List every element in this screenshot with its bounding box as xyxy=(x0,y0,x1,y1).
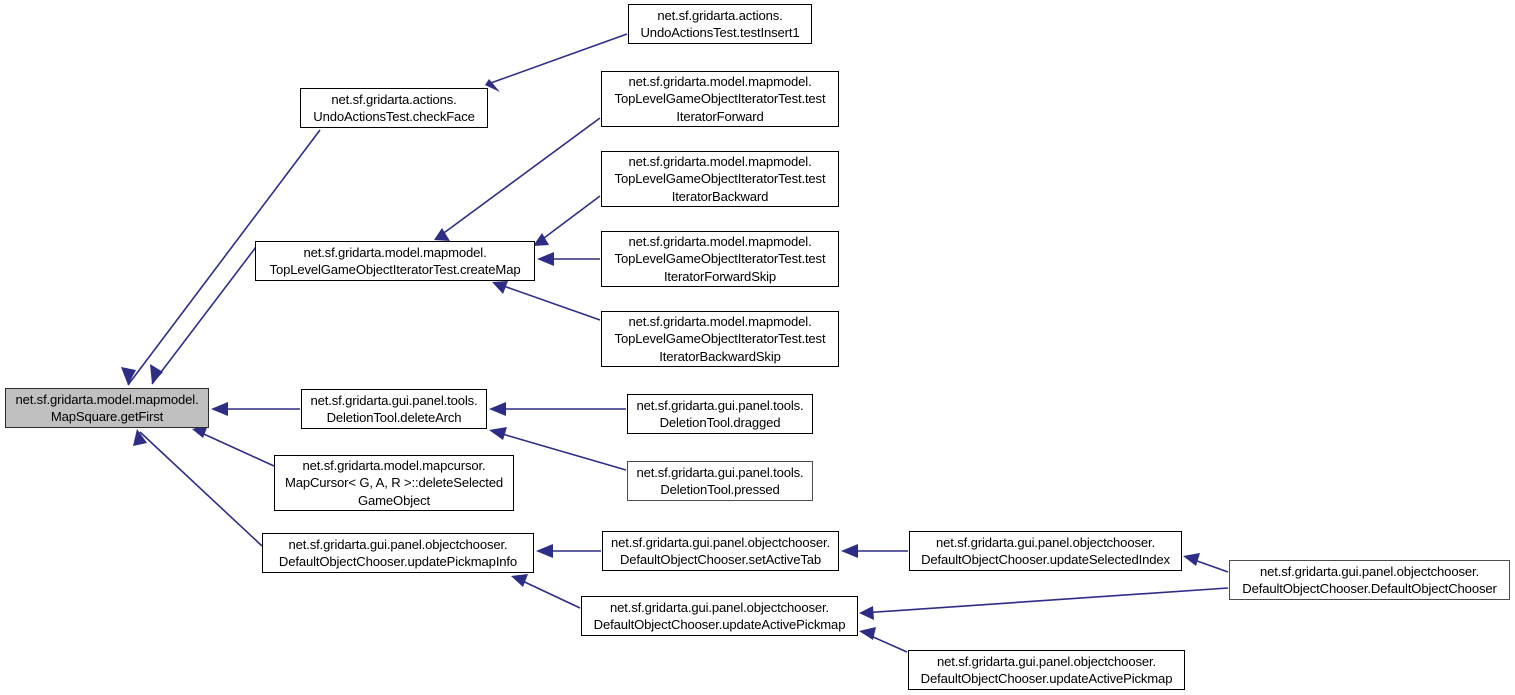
arrow-head xyxy=(1183,553,1200,566)
edge-setActiveTab-to-updatePickmapInfo xyxy=(536,544,601,558)
arrow-head xyxy=(211,402,228,416)
arrow-head xyxy=(489,427,507,440)
graph-node-dragged[interactable]: net.sf.gridarta.gui.panel.tools. Deletio… xyxy=(627,394,813,434)
edge-deleteSelectedGameObject-to-root xyxy=(192,425,275,467)
edge-testIteratorForward-to-createMap xyxy=(434,117,601,241)
graph-node-pressed[interactable]: net.sf.gridarta.gui.panel.tools. Deletio… xyxy=(627,461,813,501)
arrow-head xyxy=(192,425,208,438)
edge-testInsert1-to-checkFace xyxy=(485,33,628,92)
graph-node-testInsert1[interactable]: net.sf.gridarta.actions. UndoActionsTest… xyxy=(628,4,812,44)
edge-deleteArch-to-root xyxy=(211,402,300,416)
arrow-head xyxy=(536,544,553,558)
graph-node-checkFace[interactable]: net.sf.gridarta.actions. UndoActionsTest… xyxy=(300,88,488,128)
edge-updatePickmapInfo-to-root xyxy=(133,429,263,547)
edge-dragged-to-deleteArch xyxy=(489,402,626,416)
arrow-head xyxy=(434,228,450,241)
graph-node-defaultObjectChooser[interactable]: net.sf.gridarta.gui.panel.objectchooser.… xyxy=(1229,560,1510,600)
edge-testIteratorForwardSkip-to-createMap xyxy=(537,252,600,266)
graph-node-root[interactable]: net.sf.gridarta.model.mapmodel. MapSquar… xyxy=(5,388,209,428)
edge-checkFace-to-root xyxy=(121,129,321,386)
graph-node-deleteSelectedGameObject[interactable]: net.sf.gridarta.model.mapcursor. MapCurs… xyxy=(274,455,514,511)
edge-defaultObjectChooser-to-updateSelectedIndex xyxy=(1183,553,1229,573)
edge-updateSelectedIndex-to-setActiveTab xyxy=(841,544,908,558)
graph-node-testIteratorBackward[interactable]: net.sf.gridarta.model.mapmodel. TopLevel… xyxy=(601,151,839,207)
edge-pressed-to-deleteArch xyxy=(489,427,627,471)
arrow-head xyxy=(841,544,858,558)
graph-node-createMap[interactable]: net.sf.gridarta.model.mapmodel. TopLevel… xyxy=(255,241,535,281)
arrow-head xyxy=(121,367,136,385)
graph-node-testIteratorForwardSkip[interactable]: net.sf.gridarta.model.mapmodel. TopLevel… xyxy=(601,231,839,287)
edge-testIteratorBackward-to-createMap xyxy=(533,195,601,246)
graph-node-testIteratorBackwardSkip[interactable]: net.sf.gridarta.model.mapmodel. TopLevel… xyxy=(601,311,839,367)
graph-node-updateSelectedIndex[interactable]: net.sf.gridarta.gui.panel.objectchooser.… xyxy=(909,531,1182,571)
arrow-head xyxy=(859,606,874,620)
edge-createMap-to-root xyxy=(150,246,257,385)
arrow-head xyxy=(859,627,876,640)
edge-testIteratorBackwardSkip-to-createMap xyxy=(492,281,601,321)
edge-updateActivePickmapMid-to-updatePickmapInfo xyxy=(511,574,581,609)
arrow-head xyxy=(489,402,506,416)
arrow-head xyxy=(485,79,500,92)
graph-node-testIteratorForward[interactable]: net.sf.gridarta.model.mapmodel. TopLevel… xyxy=(601,71,839,127)
arrow-head xyxy=(533,233,549,246)
arrow-head xyxy=(511,574,528,587)
arrow-head xyxy=(150,364,163,384)
graph-node-updateActivePickmapBottom[interactable]: net.sf.gridarta.gui.panel.objectchooser.… xyxy=(908,650,1185,690)
edge-updateActivePickmapBottom-to-updateActivePickmapMid xyxy=(859,627,908,653)
arrow-head xyxy=(133,429,147,446)
arrow-head xyxy=(537,252,554,266)
graph-node-updatePickmapInfo[interactable]: net.sf.gridarta.gui.panel.objectchooser.… xyxy=(262,533,534,573)
graph-node-updateActivePickmapMid[interactable]: net.sf.gridarta.gui.panel.objectchooser.… xyxy=(581,596,858,636)
arrow-head xyxy=(492,281,508,294)
edge-defaultObjectChooser-to-updateActivePickmapMid xyxy=(859,587,1229,620)
graph-node-setActiveTab[interactable]: net.sf.gridarta.gui.panel.objectchooser.… xyxy=(602,531,839,571)
graph-node-deleteArch[interactable]: net.sf.gridarta.gui.panel.tools. Deletio… xyxy=(301,389,487,429)
